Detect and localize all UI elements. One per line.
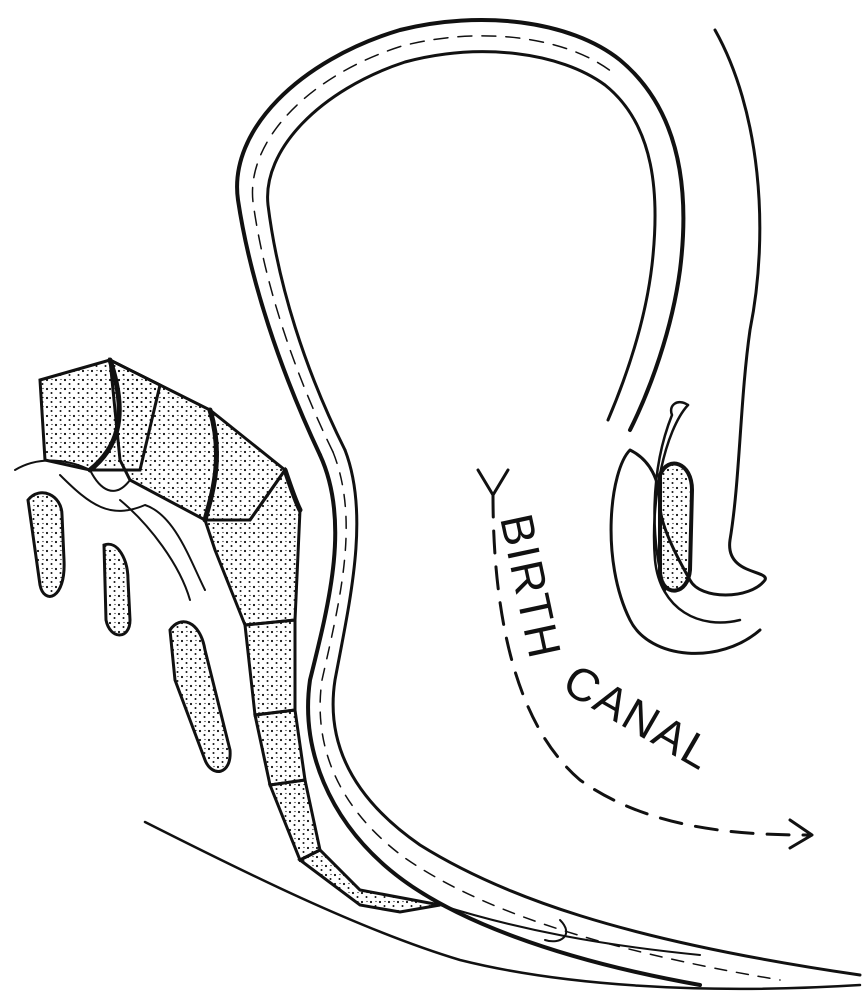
sacrum-vertebrae <box>40 360 440 912</box>
uterus-wall <box>237 20 683 455</box>
birth-canal-arrow <box>478 470 812 848</box>
perineal-surface <box>145 822 860 989</box>
urethra-oval <box>660 464 692 591</box>
